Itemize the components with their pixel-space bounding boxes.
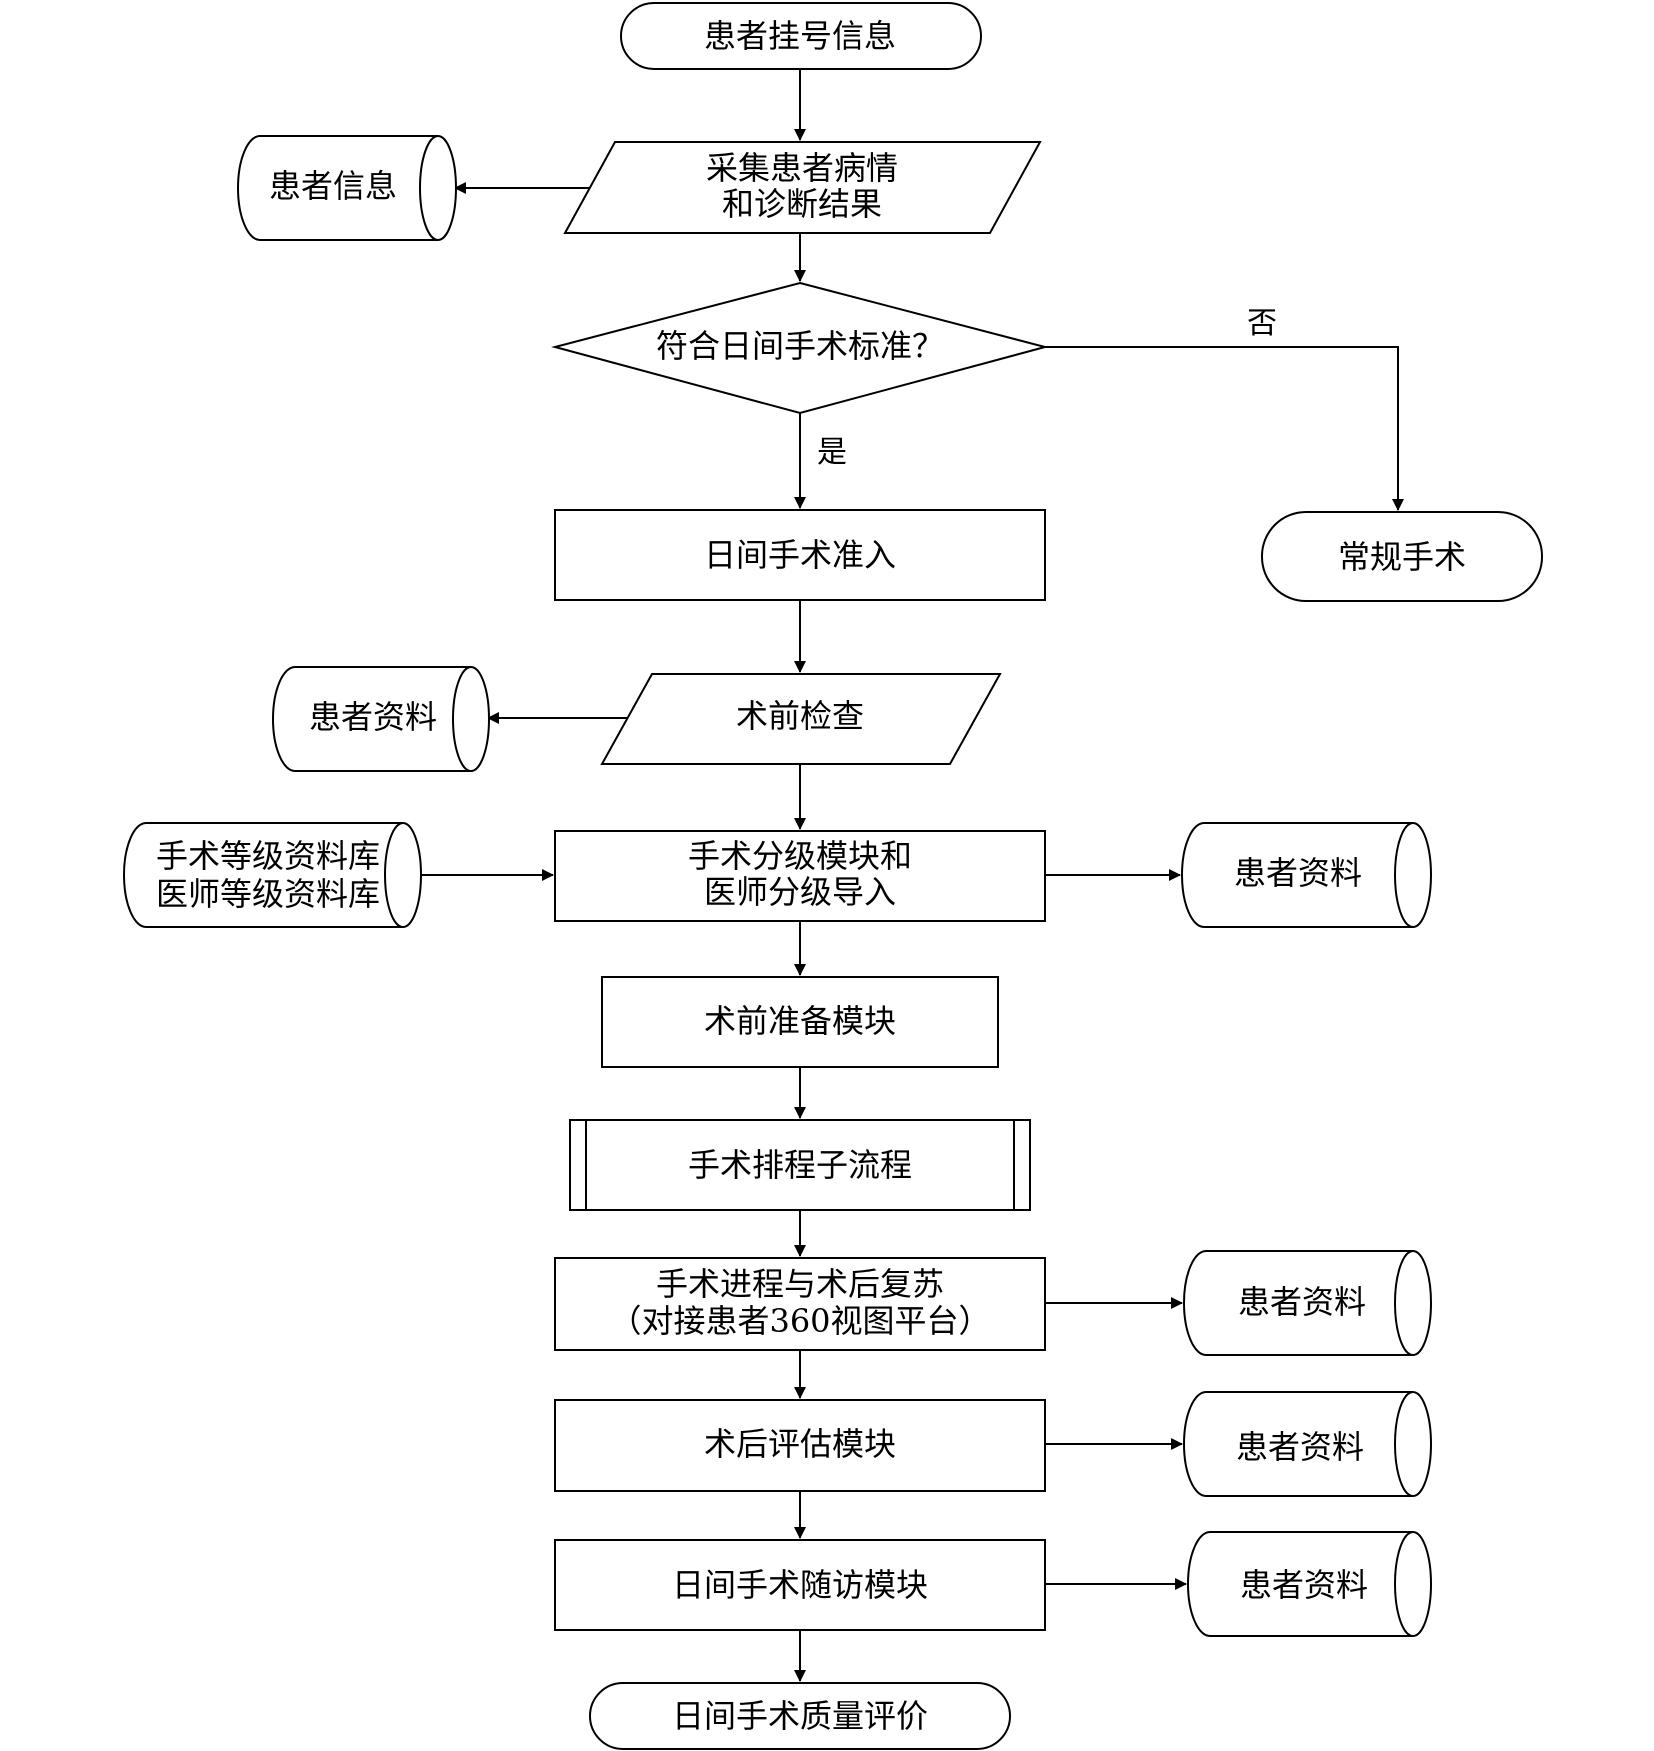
- node-admission: 日间手术准入: [554, 509, 1046, 601]
- svg-text:符合日间手术标准？: 符合日间手术标准？: [656, 327, 944, 365]
- node-collect-condition: 采集患者病情 和诊断结果: [563, 141, 1042, 234]
- node-surgery-progress: 手术进程与术后复苏 （对接患者360视图平台）: [554, 1257, 1046, 1351]
- arrow-decision-no-to-conventional: [1045, 346, 1404, 511]
- svg-text:医师分级导入: 医师分级导入: [704, 873, 896, 911]
- node-preop-check: 术前检查: [600, 673, 1002, 765]
- svg-text:患者资料: 患者资料: [1238, 1283, 1366, 1321]
- svg-text:术后评估模块: 术后评估模块: [704, 1425, 896, 1463]
- edge-label-yes: 是: [817, 435, 847, 470]
- svg-text:医师等级资料库: 医师等级资料库: [156, 875, 380, 913]
- node-scheduling-subprocess: 手术排程子流程: [569, 1119, 1031, 1211]
- svg-text:和诊断结果: 和诊断结果: [722, 185, 882, 223]
- store-grading-databases: 手术等级资料库 医师等级资料库: [123, 822, 422, 928]
- node-preop-preparation: 术前准备模块: [601, 976, 999, 1068]
- node-conventional-surgery: 常规手术: [1261, 511, 1543, 602]
- store-preop-data: 患者资料: [272, 666, 490, 772]
- svg-text:（对接患者360视图平台）: （对接患者360视图平台）: [609, 1302, 990, 1340]
- svg-text:常规手术: 常规手术: [1338, 538, 1466, 576]
- store-evaluation-data: 患者资料: [1183, 1391, 1432, 1497]
- edge-label-no: 否: [1247, 306, 1277, 341]
- svg-text:患者资料: 患者资料: [1234, 854, 1362, 892]
- svg-text:患者信息: 患者信息: [269, 167, 397, 205]
- svg-text:日间手术随访模块: 日间手术随访模块: [672, 1566, 928, 1604]
- store-followup-data: 患者资料: [1187, 1531, 1432, 1637]
- svg-text:术前准备模块: 术前准备模块: [704, 1002, 896, 1040]
- svg-text:患者资料: 患者资料: [309, 698, 437, 736]
- node-followup-module: 日间手术随访模块: [554, 1539, 1046, 1631]
- connectors: [420, 70, 1404, 1682]
- node-quality-evaluation: 日间手术质量评价: [589, 1682, 1011, 1750]
- svg-text:日间手术质量评价: 日间手术质量评价: [672, 1697, 928, 1735]
- store-progress-data: 患者资料: [1183, 1250, 1432, 1356]
- node-grading-module: 手术分级模块和 医师分级导入: [554, 830, 1046, 922]
- svg-text:患者资料: 患者资料: [1236, 1428, 1364, 1466]
- node-decision: 符合日间手术标准？: [551, 281, 1049, 415]
- svg-text:手术排程子流程: 手术排程子流程: [688, 1146, 912, 1184]
- store-patient-info: 患者信息: [237, 135, 457, 241]
- node-postop-evaluation: 术后评估模块: [554, 1399, 1046, 1492]
- svg-text:日间手术准入: 日间手术准入: [704, 536, 896, 574]
- svg-text:手术分级模块和: 手术分级模块和: [688, 837, 912, 875]
- node-registration: 患者挂号信息: [620, 2, 982, 70]
- svg-text:采集患者病情: 采集患者病情: [706, 149, 898, 187]
- svg-text:术前检查: 术前检查: [736, 697, 864, 735]
- store-grading-data: 患者资料: [1181, 822, 1432, 928]
- svg-text:手术等级资料库: 手术等级资料库: [156, 837, 380, 875]
- svg-text:患者资料: 患者资料: [1240, 1566, 1368, 1604]
- svg-text:手术进程与术后复苏: 手术进程与术后复苏: [656, 1265, 944, 1303]
- svg-text:患者挂号信息: 患者挂号信息: [704, 17, 896, 55]
